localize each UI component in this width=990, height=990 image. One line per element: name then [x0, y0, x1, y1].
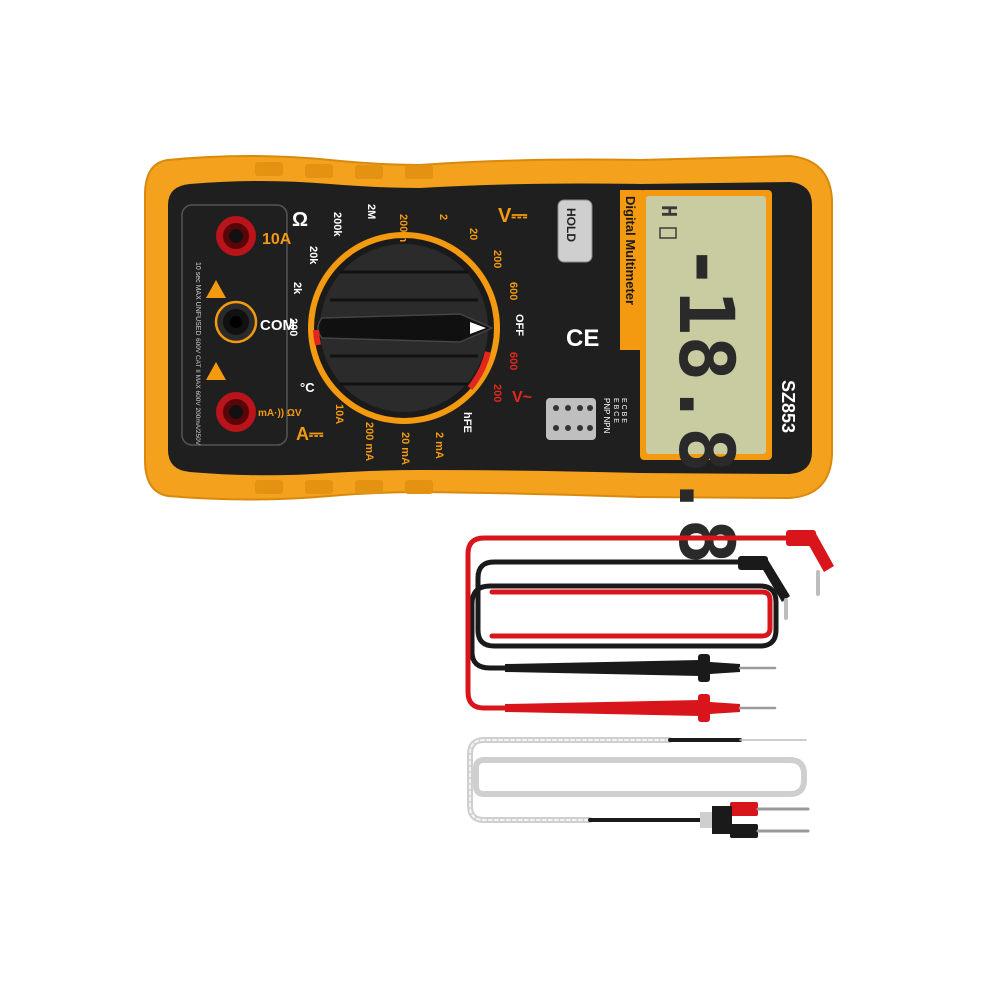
dca-range-10a: 10A: [333, 404, 345, 424]
brand-label: Digital Multimeter: [623, 196, 638, 305]
lcd-display: H -18.8.8: [640, 190, 772, 564]
red-banana-plug: [786, 530, 834, 596]
dca-range-2ma: 2 mA: [433, 432, 445, 459]
acv-range-600: 600: [507, 352, 519, 370]
dcv-range-2: 2: [437, 214, 449, 220]
ohm-range-2m: 2M: [365, 204, 377, 219]
socket-npn-pins: E C B E: [620, 398, 627, 423]
rotary-dial[interactable]: [308, 232, 500, 424]
dca-range-20ma: 20 mA: [399, 432, 411, 465]
jack-com-label: COM: [260, 317, 295, 334]
ohm-symbol: Ω: [292, 209, 308, 231]
jack-com-warning: 600V CAT II MAX 600V 200mA/250V: [194, 338, 201, 446]
jack-10a-label: 10A: [262, 231, 292, 248]
hfe-label: hFE: [461, 412, 473, 433]
socket-header: PNP NPN: [602, 398, 611, 434]
hold-label: HOLD: [564, 208, 578, 242]
brand-strip: [620, 190, 642, 350]
black-banana-plug: [738, 556, 790, 620]
model-label: SZ853: [778, 380, 798, 433]
test-leads: [465, 530, 834, 722]
dca-symbol: A⎓: [296, 424, 324, 444]
red-lead-cable: [465, 535, 795, 711]
warning-triangle-icon: [206, 280, 226, 298]
off-label: OFF: [513, 314, 525, 336]
dca-range-200ma: 200 mA: [363, 422, 375, 461]
black-lead-cable: [469, 559, 779, 671]
dial-labels: V⎓ 200m 2 20 200 600 OFF 600 200 V~ hFE …: [287, 204, 532, 465]
temp-symbol: °C: [300, 380, 315, 395]
ohm-range-200k: 200k: [331, 212, 343, 237]
lcd-hold-symbol: H: [657, 205, 681, 217]
battery-icon: [659, 227, 677, 239]
ohm-range-20k: 20k: [307, 246, 319, 265]
thermocouple-plugs: [700, 802, 810, 838]
black-probe: [505, 654, 777, 682]
dial-pointer: [317, 313, 494, 343]
socket-pnp-pins: E B C E: [612, 398, 619, 423]
acv-symbol: V~: [512, 389, 532, 406]
hold-button[interactable]: HOLD: [557, 199, 593, 263]
jack-mav[interactable]: [216, 392, 256, 432]
ohm-range-2k: 2k: [291, 282, 303, 295]
red-probe: [505, 694, 777, 722]
acv-range-200: 200: [491, 384, 503, 402]
dcv-range-600: 600: [507, 282, 519, 300]
jack-panel: 10A 10 sec MAX UNFUSED COM 600V CAT II M…: [181, 204, 302, 446]
ce-mark: CE: [566, 325, 599, 352]
thermocouple-probe: [467, 737, 810, 838]
ohm-range-200: 200: [287, 318, 299, 336]
dcv-range-200: 200: [491, 250, 503, 268]
transistor-socket[interactable]: [546, 398, 596, 440]
dcv-range-20: 20: [467, 228, 479, 240]
grip-ribs: [255, 162, 433, 494]
jack-mav-label: mA·)) ΩV: [258, 408, 302, 419]
multimeter: 10A 10 sec MAX UNFUSED COM 600V CAT II M…: [144, 154, 833, 564]
warning-triangle-icon: [206, 362, 226, 380]
jack-com[interactable]: [214, 300, 258, 344]
lcd-digits: -18.8.8: [662, 244, 751, 564]
jack-10a[interactable]: [216, 216, 256, 256]
dcv-range-200m: 200m: [397, 214, 409, 242]
dcv-symbol: V⎓: [498, 205, 527, 227]
jack-10a-warning: 10 sec MAX UNFUSED: [194, 262, 201, 336]
